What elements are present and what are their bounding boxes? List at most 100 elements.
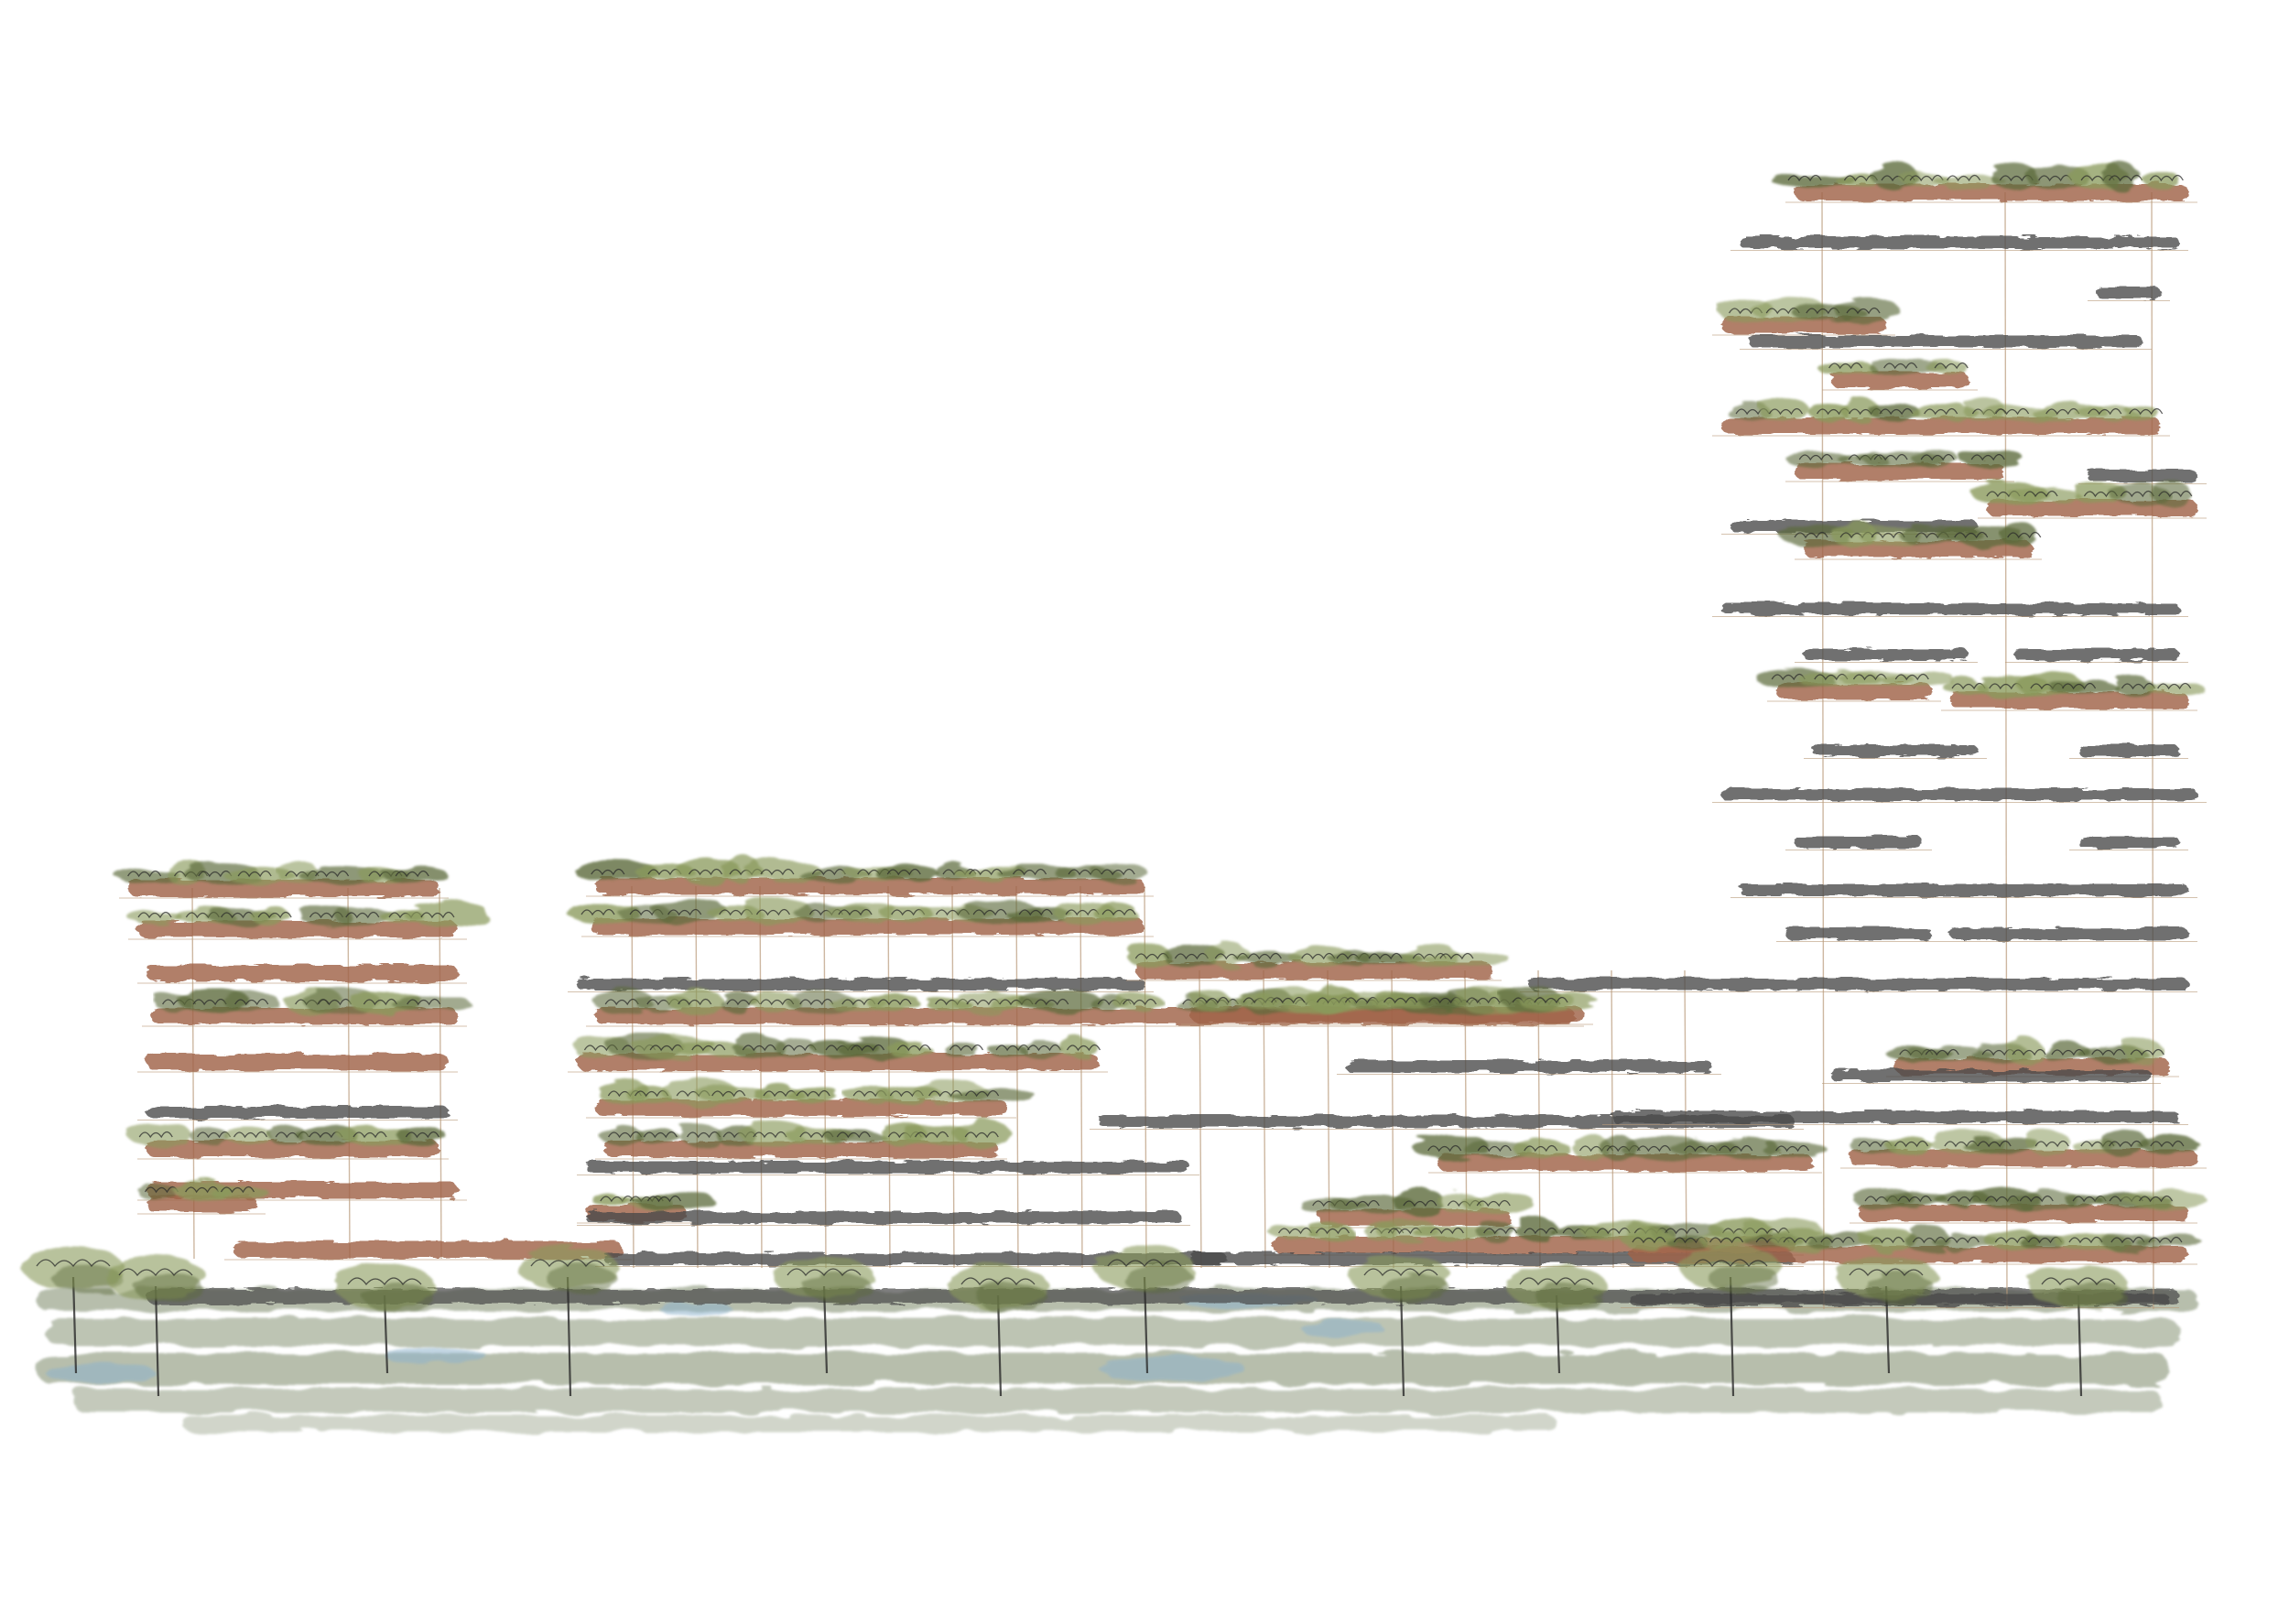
foliage-ink-scribble bbox=[836, 1131, 871, 1139]
tree-trunk bbox=[2077, 1294, 2083, 1397]
foliage-ink-scribble bbox=[2012, 1048, 2046, 1056]
foliage-ink-scribble bbox=[2051, 1048, 2086, 1056]
foliage-ink-scribble bbox=[1925, 1048, 1959, 1056]
foliage-ink-scribble bbox=[1301, 952, 1336, 960]
terrace-foliage bbox=[2101, 163, 2140, 190]
floor-slab bbox=[2078, 836, 2179, 849]
foliage-ink-scribble bbox=[1719, 1144, 1753, 1153]
floor-slab bbox=[2097, 287, 2161, 299]
foliage-ink-scribble bbox=[2130, 1048, 2164, 1056]
foliage-ink-scribble bbox=[914, 1131, 949, 1139]
foliage-ink-scribble bbox=[2088, 407, 2122, 416]
foliage-ink-scribble bbox=[1775, 1144, 1810, 1153]
foliage-ink-scribble bbox=[1336, 952, 1371, 960]
terrace-foliage bbox=[1462, 1191, 1535, 1215]
floor-slab bbox=[1795, 836, 1923, 849]
floor-slab bbox=[1804, 648, 1969, 661]
terrace-foliage bbox=[1870, 401, 1920, 422]
terrace-foliage bbox=[1841, 397, 1880, 424]
tree-ink-outline bbox=[1363, 1268, 1438, 1277]
foliage-ink-scribble bbox=[317, 998, 353, 1006]
foliage-ink-scribble bbox=[877, 998, 912, 1006]
tree-ink-outline bbox=[960, 1277, 1036, 1286]
foliage-ink-scribble bbox=[2109, 1140, 2143, 1148]
foliage-ink-scribble bbox=[1101, 908, 1136, 916]
floor-slab bbox=[146, 1196, 256, 1212]
tree-ink-outline bbox=[347, 1277, 422, 1286]
foliage-ink-scribble bbox=[2062, 682, 2097, 690]
foliage-ink-scribble bbox=[1787, 174, 1822, 182]
terrace-foliage bbox=[843, 1085, 892, 1104]
tree-trunk bbox=[566, 1276, 572, 1397]
foliage-ink-scribble bbox=[1524, 1144, 1558, 1153]
foliage-ink-scribble bbox=[1026, 1044, 1062, 1052]
floor-slab bbox=[1529, 978, 2188, 991]
foliage-ink-scribble bbox=[1018, 908, 1053, 916]
foliage-ink-scribble bbox=[192, 998, 227, 1006]
terrace-foliage bbox=[1572, 1134, 1611, 1161]
foliage-ink-scribble bbox=[649, 1044, 684, 1052]
foliage-ink-scribble bbox=[1524, 1227, 1558, 1235]
terrace-foliage bbox=[1958, 447, 2023, 469]
tree-ink-outline bbox=[1849, 1268, 1924, 1277]
foliage-ink-scribble bbox=[678, 998, 712, 1006]
tree-canopy-shade bbox=[1709, 1264, 1779, 1294]
terrace-foliage bbox=[901, 1124, 972, 1146]
terrace-foliage bbox=[824, 1130, 886, 1144]
tree-canopy-shade bbox=[1380, 1273, 1449, 1303]
terrace-foliage bbox=[1329, 1194, 1416, 1214]
foliage-ink-scribble bbox=[2109, 174, 2143, 182]
terrace-foliage bbox=[1307, 1223, 1354, 1241]
floor-slabs bbox=[119, 184, 2207, 1308]
terrace-foliage bbox=[743, 898, 812, 925]
terrace-foliage bbox=[867, 992, 920, 1012]
tree-ink-outline bbox=[530, 1259, 605, 1268]
terrace-foliage bbox=[1912, 449, 1958, 468]
tree-ink-outline bbox=[1693, 1259, 1768, 1268]
foliage-ink-scribble bbox=[1013, 868, 1047, 876]
foliage-ink-scribble bbox=[2027, 1236, 2063, 1244]
terrace-foliage bbox=[1759, 398, 1810, 424]
foliage-ink-scribble bbox=[1476, 1199, 1511, 1207]
foliage-ink-scribble bbox=[1387, 1227, 1423, 1235]
floor-slab bbox=[604, 1252, 1227, 1265]
foliage-ink-scribble bbox=[1315, 1227, 1351, 1235]
foliage-ink-scribble bbox=[1947, 174, 1981, 182]
floor-slab bbox=[1795, 463, 2005, 480]
foliage-ink-scribble bbox=[309, 1131, 343, 1139]
foliage-ink-scribble bbox=[891, 908, 926, 916]
column-line bbox=[951, 885, 955, 1269]
terrace-foliage bbox=[1476, 1219, 1514, 1242]
foliage-ink-scribble bbox=[1870, 1236, 1905, 1244]
foliage-ink-scribble bbox=[137, 911, 172, 919]
foliage-ink-scribble bbox=[1035, 998, 1069, 1006]
foliage-ink-scribble bbox=[1879, 407, 1914, 416]
foliage-ink-scribble bbox=[1709, 1236, 1744, 1244]
floor-slab bbox=[1859, 1205, 2188, 1221]
tree-trunk bbox=[996, 1294, 1003, 1397]
foliage-ink-scribble bbox=[969, 868, 1003, 876]
foliage-ink-scribble bbox=[221, 911, 255, 919]
terrace-foliage bbox=[732, 1036, 787, 1059]
foliage-ink-scribble bbox=[760, 868, 795, 876]
terrace-foliage bbox=[2151, 480, 2191, 506]
foliage-ink-scribble bbox=[755, 908, 791, 916]
floor-slab bbox=[1721, 788, 2197, 801]
column-line bbox=[887, 885, 891, 1269]
foliage-ink-scribble bbox=[1771, 673, 1806, 681]
foliage-ink-scribble bbox=[345, 911, 380, 919]
foliage-ink-scribble bbox=[1912, 1236, 1947, 1244]
ground-wash bbox=[46, 1318, 2179, 1346]
foliage-ink-scribble bbox=[1977, 1140, 2012, 1148]
floor-slab bbox=[1776, 683, 1932, 699]
tree-canopy-shade bbox=[977, 1283, 1047, 1312]
foliage-ink-scribble bbox=[886, 868, 921, 876]
tree-trunk bbox=[154, 1285, 160, 1397]
foliage-ink-scribble bbox=[1995, 407, 2030, 416]
terrace-foliage bbox=[391, 996, 471, 1012]
terrace-foliage bbox=[1127, 942, 1170, 969]
tree-canopy-shade bbox=[547, 1264, 616, 1294]
foliage-ink-scribble bbox=[1403, 1199, 1437, 1207]
foliage-ink-scribble bbox=[363, 998, 397, 1006]
